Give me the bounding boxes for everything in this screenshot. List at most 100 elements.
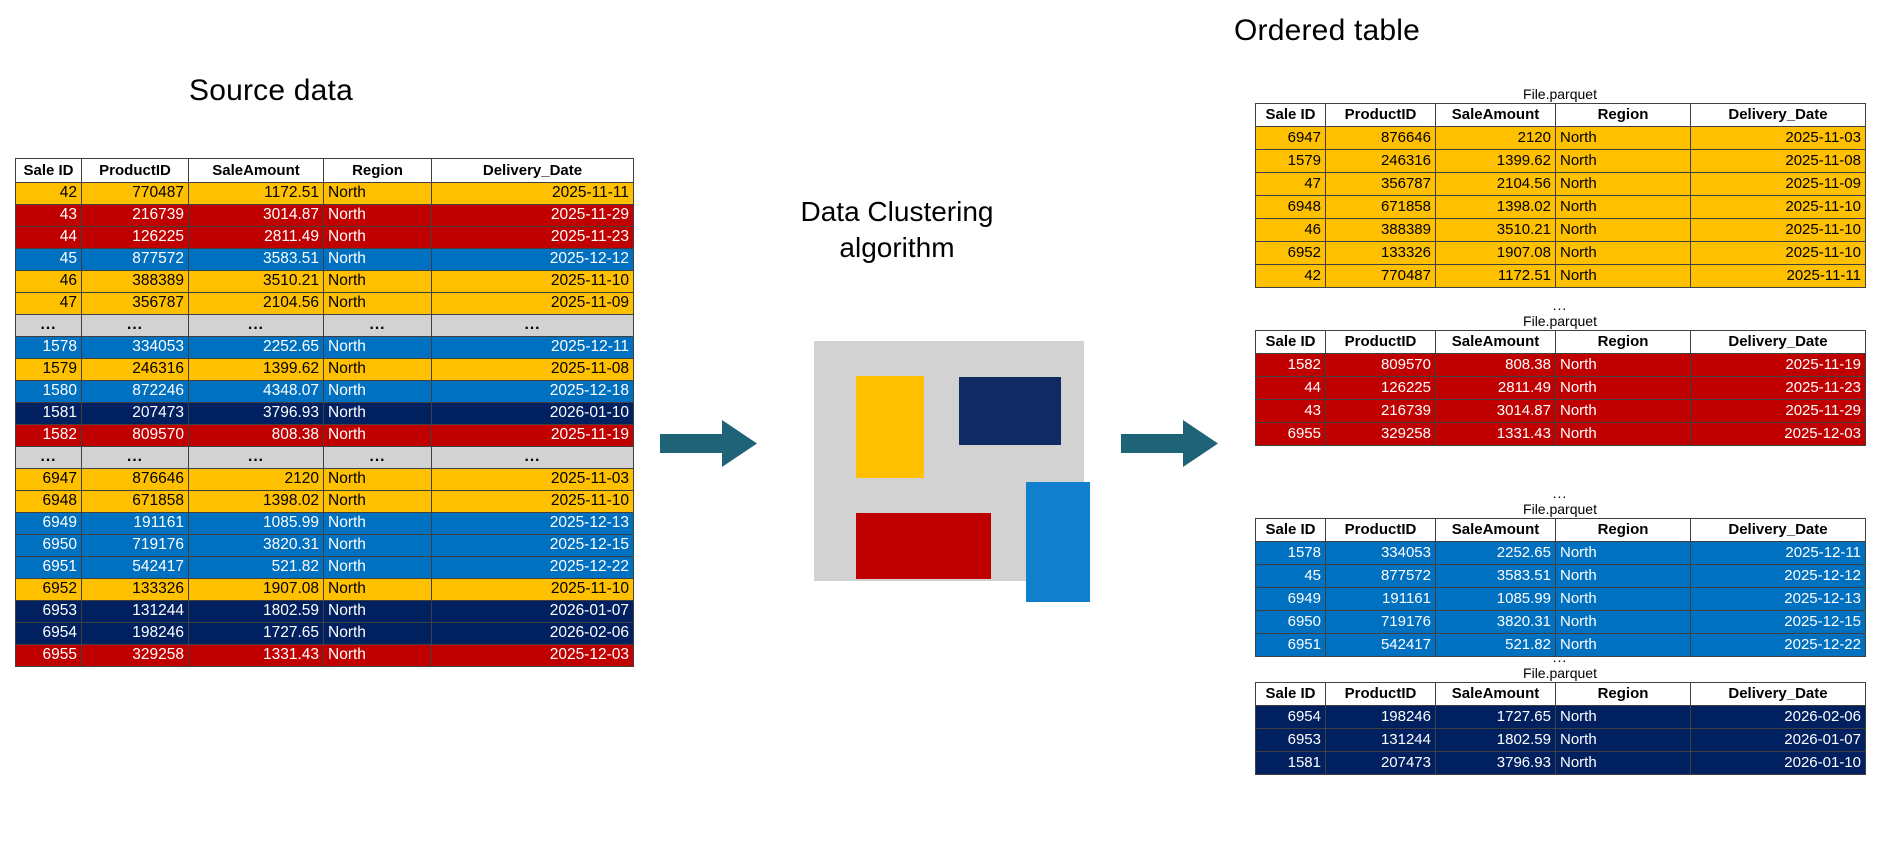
cell-region: North bbox=[1555, 241, 1691, 266]
column-header-product-id: ProductID bbox=[81, 158, 189, 183]
cell-sale-amount: 3820.31 bbox=[1435, 610, 1556, 635]
cell-product-id: 133326 bbox=[1325, 241, 1436, 266]
cell-product-id: 131244 bbox=[1325, 728, 1436, 753]
table-row: ............... bbox=[15, 314, 634, 337]
cell-product-id: 719176 bbox=[1325, 610, 1436, 635]
column-header-product-id: ProductID bbox=[1325, 682, 1436, 707]
cell-sale-id: 6952 bbox=[15, 578, 82, 601]
cell-sale-id: 1580 bbox=[15, 380, 82, 403]
cell-sale-id: 43 bbox=[1255, 399, 1326, 424]
cell-product-id: 770487 bbox=[1325, 264, 1436, 289]
ellipsis-separator: ... bbox=[1552, 297, 1568, 313]
cell-delivery-date: 2026-01-07 bbox=[431, 600, 634, 623]
cell-sale-id: 6953 bbox=[15, 600, 82, 623]
cell-product-id: 671858 bbox=[81, 490, 189, 513]
cell-sale-amount: 1085.99 bbox=[188, 512, 324, 535]
column-header-delivery-date: Delivery_Date bbox=[1690, 103, 1866, 128]
cluster-diagram bbox=[814, 341, 1090, 602]
cell-product-id: 542417 bbox=[81, 556, 189, 579]
cell-sale-amount: 1399.62 bbox=[1435, 149, 1556, 174]
cell-sale-id: 6950 bbox=[1255, 610, 1326, 635]
cell-delivery-date: 2025-11-19 bbox=[431, 424, 634, 447]
cell-delivery-date: 2025-11-03 bbox=[1690, 126, 1866, 151]
cell-sale-amount: 4348.07 bbox=[188, 380, 324, 403]
cell-region: North bbox=[1555, 399, 1691, 424]
cell-region: North bbox=[1555, 587, 1691, 612]
cell-sale-amount: 3796.93 bbox=[188, 402, 324, 425]
column-header-product-id: ProductID bbox=[1325, 518, 1436, 543]
cell-product-id: 207473 bbox=[81, 402, 189, 425]
cell-sale-id: 44 bbox=[15, 226, 82, 249]
cell-region: North bbox=[323, 226, 432, 249]
column-header-sale-id: Sale ID bbox=[1255, 518, 1326, 543]
cell-region: North bbox=[1555, 218, 1691, 243]
flow-arrow-right-icon-2 bbox=[1121, 420, 1218, 467]
ellipsis-separator: ... bbox=[1552, 649, 1568, 665]
cell-product-id: 198246 bbox=[81, 622, 189, 645]
cell-sale-id: 6949 bbox=[1255, 587, 1326, 612]
cell-sale-id: 6948 bbox=[1255, 195, 1326, 220]
cell-region: North bbox=[1555, 564, 1691, 589]
cell-sale-amount: 2104.56 bbox=[188, 292, 324, 315]
cell-delivery-date: 2025-12-03 bbox=[1690, 422, 1866, 447]
cell-sale-amount: 2120 bbox=[188, 468, 324, 491]
cell-product-id: 207473 bbox=[1325, 751, 1436, 776]
cell-region: North bbox=[323, 534, 432, 557]
cell-region: North bbox=[323, 402, 432, 425]
cell-delivery-date: 2025-11-10 bbox=[431, 270, 634, 293]
file-name-label: File.parquet bbox=[1523, 313, 1597, 329]
cell-sale-amount: 2120 bbox=[1435, 126, 1556, 151]
cell-region: North bbox=[1555, 264, 1691, 289]
cell-sale-amount: 3510.21 bbox=[188, 270, 324, 293]
cell-sale-id: 1582 bbox=[15, 424, 82, 447]
cell-delivery-date: 2026-01-10 bbox=[1690, 751, 1866, 776]
cell-region: North bbox=[323, 358, 432, 381]
column-header-product-id: ProductID bbox=[1325, 103, 1436, 128]
cell-sale-id: 44 bbox=[1255, 376, 1326, 401]
red-cluster-block bbox=[856, 513, 991, 579]
cell-product-id: 133326 bbox=[81, 578, 189, 601]
cell-sale-amount: 808.38 bbox=[188, 424, 324, 447]
cell-delivery-date: ... bbox=[431, 446, 634, 469]
cell-sale-id: 46 bbox=[1255, 218, 1326, 243]
cell-sale-id: 47 bbox=[1255, 172, 1326, 197]
cell-delivery-date: 2025-11-09 bbox=[1690, 172, 1866, 197]
cell-sale-id: 6949 bbox=[15, 512, 82, 535]
cell-sale-amount: 2252.65 bbox=[188, 336, 324, 359]
cell-region: North bbox=[323, 270, 432, 293]
cell-sale-amount: 3583.51 bbox=[1435, 564, 1556, 589]
cell-sale-amount: 2811.49 bbox=[1435, 376, 1556, 401]
cell-sale-amount: 1802.59 bbox=[188, 600, 324, 623]
column-header-region: Region bbox=[1555, 682, 1691, 707]
cell-sale-amount: 3583.51 bbox=[188, 248, 324, 271]
cell-sale-amount: 808.38 bbox=[1435, 353, 1556, 378]
cell-sale-id: 1578 bbox=[1255, 541, 1326, 566]
cell-sale-id: 45 bbox=[15, 248, 82, 271]
cell-product-id: 329258 bbox=[1325, 422, 1436, 447]
cell-delivery-date: 2026-02-06 bbox=[1690, 705, 1866, 730]
cell-sale-amount: 1331.43 bbox=[1435, 422, 1556, 447]
cell-delivery-date: 2025-12-03 bbox=[431, 644, 634, 667]
cell-sale-id: 6955 bbox=[1255, 422, 1326, 447]
blue-cluster-block bbox=[1026, 482, 1090, 602]
cell-product-id: 388389 bbox=[81, 270, 189, 293]
cell-delivery-date: 2025-12-11 bbox=[431, 336, 634, 359]
